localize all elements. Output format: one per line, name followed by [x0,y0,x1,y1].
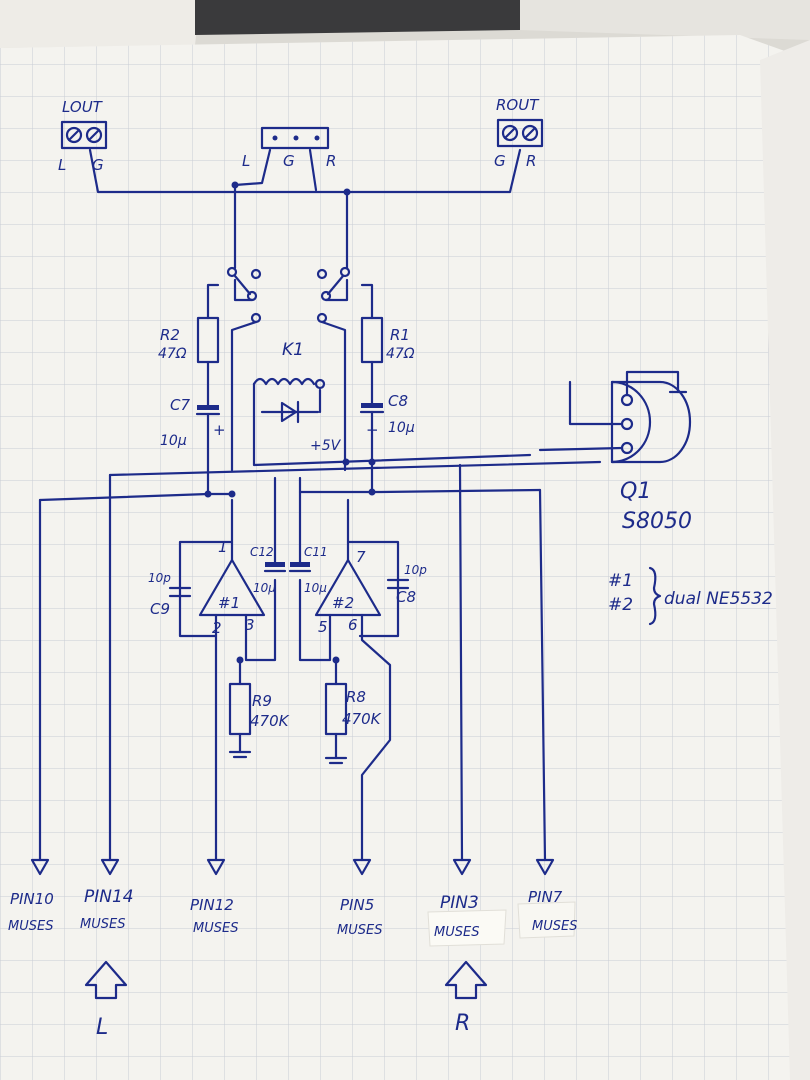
right-channel-arrow: R [444,960,488,1036]
pin5-label: MUSES [337,923,382,938]
rout-pin-r: R [526,152,536,170]
pin7-name: PIN7 [528,888,563,906]
lout-connector: LOUT L G [58,98,108,174]
pin12-name: PIN12 [190,896,234,914]
pin-label-12: PIN12 MUSES [190,896,238,936]
lout-pin-g: G [92,156,104,174]
c8-bottom-value: 10p [404,563,427,577]
resistor-r9: R9 470K [228,682,290,759]
input-pin-l: L [242,152,250,170]
note-text: dual NE5532 [664,589,773,609]
capacitor-c7: + C7 10µ [160,360,226,494]
junction-dots [204,458,376,664]
lout-pin-l: L [58,156,66,174]
paper-corner [520,0,810,40]
relay-contacts [206,266,374,472]
c8-top-value: 10µ [388,420,415,436]
relay-name: K1 [282,340,304,360]
resistor-r8: R8 470K [324,682,382,765]
input-pin-r: R [326,152,336,170]
pin-label-10: PIN10 MUSES [8,890,54,934]
svg-text:+: + [213,421,226,439]
r1-value: 47Ω [386,346,415,362]
dark-object [195,0,520,35]
q1-part: S8050 [622,509,692,534]
c7-name: C7 [170,396,190,414]
pin12-label: MUSES [193,921,238,936]
c7-value: 10µ [160,433,187,449]
pin3-label: MUSES [434,925,479,940]
relay-supply: +5V [310,438,342,454]
tape [427,909,507,947]
capacitor-c8-bottom: 10p C8 [386,563,427,606]
c8-top-name: C8 [388,392,408,410]
opamp2-pin-out: 7 [356,548,366,566]
c11-value: 10µ [304,581,327,595]
pin10-label: MUSES [8,919,53,934]
r9-value: 470K [250,712,290,730]
junction-dot [231,181,239,189]
opamp2-pin-b: 6 [348,616,358,634]
pin14-name: PIN14 [84,887,134,907]
r8-value: 470K [342,710,382,728]
r2-name: R2 [160,326,180,344]
junction-dot [343,188,351,196]
pin-label-5: PIN5 MUSES [337,896,382,938]
right-channel-label: R [455,1011,470,1036]
capacitor-c11: C11 10µ [288,490,328,595]
note-line2: #2 [608,595,633,615]
rout-pin-g: G [494,152,506,170]
lout-title: LOUT [62,98,104,116]
opamp-1: #1 1 2 3 [178,498,277,862]
left-channel-arrow: L [84,960,128,1040]
opamp2-name: #2 [332,594,354,612]
pin-label-7: PIN7 MUSES [528,888,577,934]
rout-connector: ROUT G R [494,96,544,170]
paper-underneath [0,0,200,48]
note: #1 #2 dual NE5532 [608,566,773,626]
input-pin-g: G [283,152,295,170]
pin3-name: PIN3 [440,893,479,913]
top-wires [88,148,522,270]
c9-name: C9 [150,600,170,618]
capacitor-c9: 10p C9 [148,571,192,618]
capacitor-c12: C12 10µ [250,476,287,595]
r2-value: 47Ω [158,346,187,362]
opamp1-pin-b: 3 [245,616,255,634]
relay-k1: K1 +5V [252,340,532,467]
opamp1-name: #1 [218,594,240,612]
c12-name: C12 [250,545,274,559]
pin10-name: PIN10 [10,890,54,908]
r1-name: R1 [390,326,410,344]
c8-bottom-name: C8 [396,588,416,606]
bus-lines [38,460,602,862]
pin5-name: PIN5 [340,896,374,914]
c12-value: 10µ [253,581,276,595]
left-channel-label: L [96,1015,108,1040]
capacitor-c8-top: + C8 10µ [359,360,415,494]
side-sheet [760,40,810,1080]
pin-label-14: PIN14 MUSES [80,887,134,932]
opamp1-pin-out: 1 [218,538,228,556]
pin14-label: MUSES [80,917,125,932]
rout-title: ROUT [496,96,540,114]
transistor-q1: Q1 S8050 [538,370,692,534]
r9-name: R9 [252,692,272,710]
pin-arrows [30,858,555,876]
c11-name: C11 [304,545,328,559]
pin7-label: MUSES [532,919,577,934]
opamp2-pin-a: 5 [318,618,328,636]
note-line1: #1 [608,571,633,591]
input-connector: L G R [242,126,336,170]
tape [517,901,576,939]
pin-label-3: PIN3 MUSES [434,893,479,940]
r8-name: R8 [346,688,366,706]
q1-name: Q1 [620,479,651,504]
c9-value: 10p [148,571,171,585]
graph-grid [0,35,810,1080]
